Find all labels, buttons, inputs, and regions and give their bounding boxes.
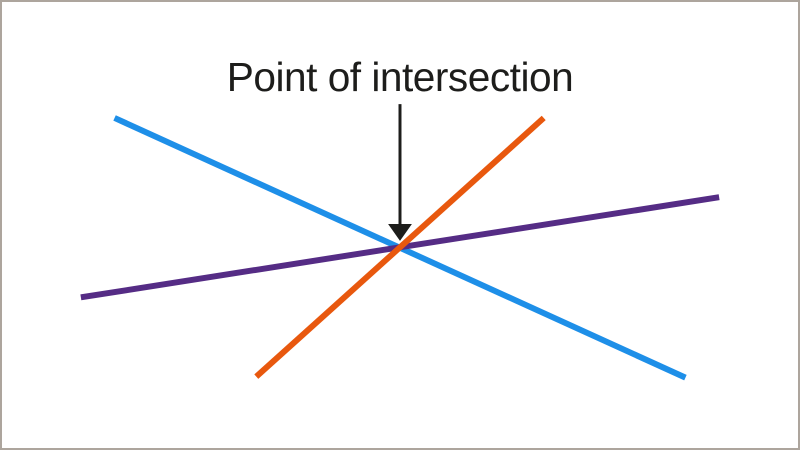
lines-group: [80, 115, 720, 381]
arrow-head-icon: [388, 224, 412, 241]
intersection-arrow: [388, 104, 412, 241]
diagram-title: Point of intersection: [227, 54, 573, 100]
orange-line: [254, 115, 546, 379]
